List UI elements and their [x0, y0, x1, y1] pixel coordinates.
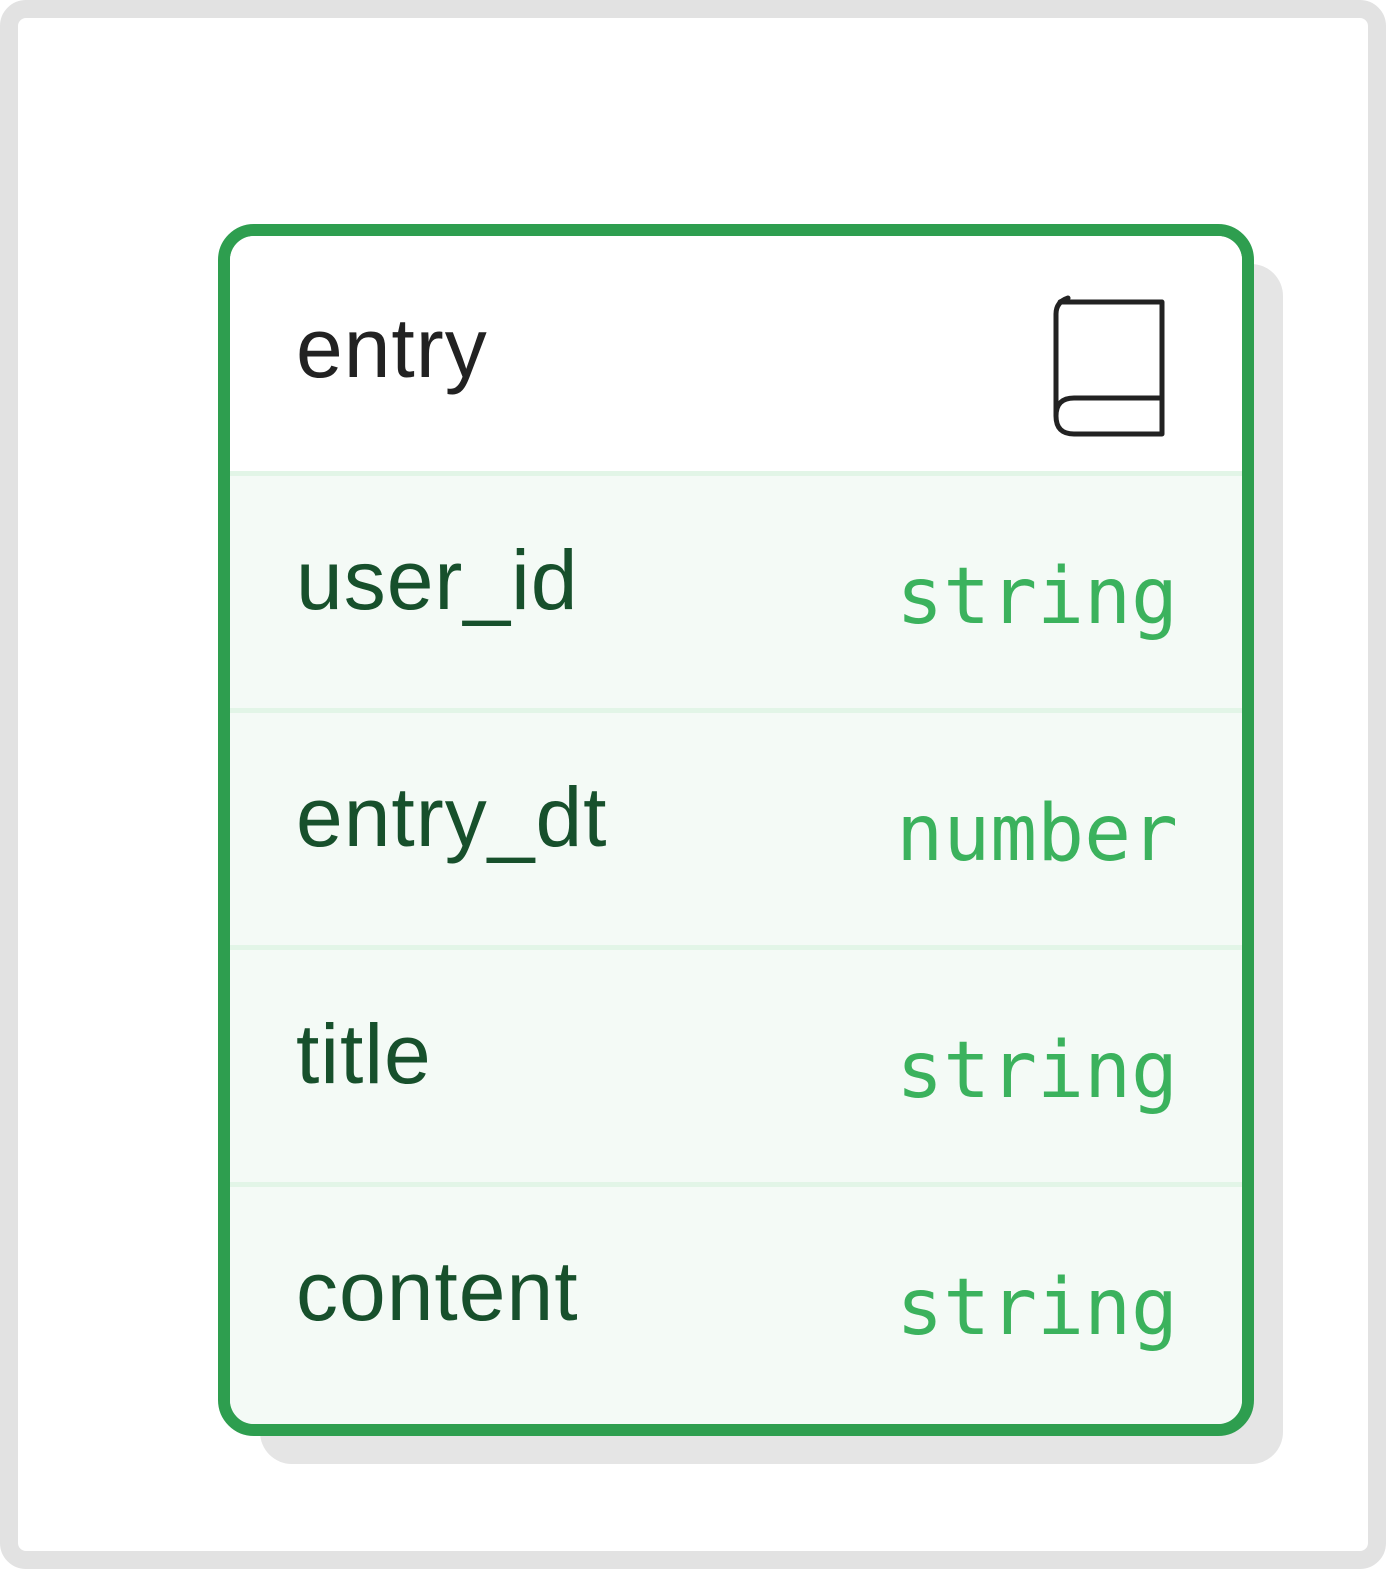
field-name: entry_dt: [296, 770, 608, 864]
book-icon: [1053, 295, 1165, 437]
entity-card[interactable]: entry user_id string entry_dt number tit…: [218, 224, 1254, 1436]
field-type: string: [896, 1263, 1178, 1353]
field-name: content: [296, 1244, 579, 1338]
field-type: number: [896, 789, 1178, 879]
field-name: title: [296, 1007, 432, 1101]
field-row[interactable]: title string: [230, 950, 1242, 1187]
field-type: string: [896, 552, 1178, 642]
field-type: string: [896, 1026, 1178, 1116]
field-row[interactable]: entry_dt number: [230, 713, 1242, 950]
field-name: user_id: [296, 533, 579, 627]
field-row[interactable]: content string: [230, 1187, 1242, 1424]
entity-title: entry: [296, 301, 488, 395]
entity-header: entry: [230, 236, 1242, 476]
field-row[interactable]: user_id string: [230, 476, 1242, 713]
